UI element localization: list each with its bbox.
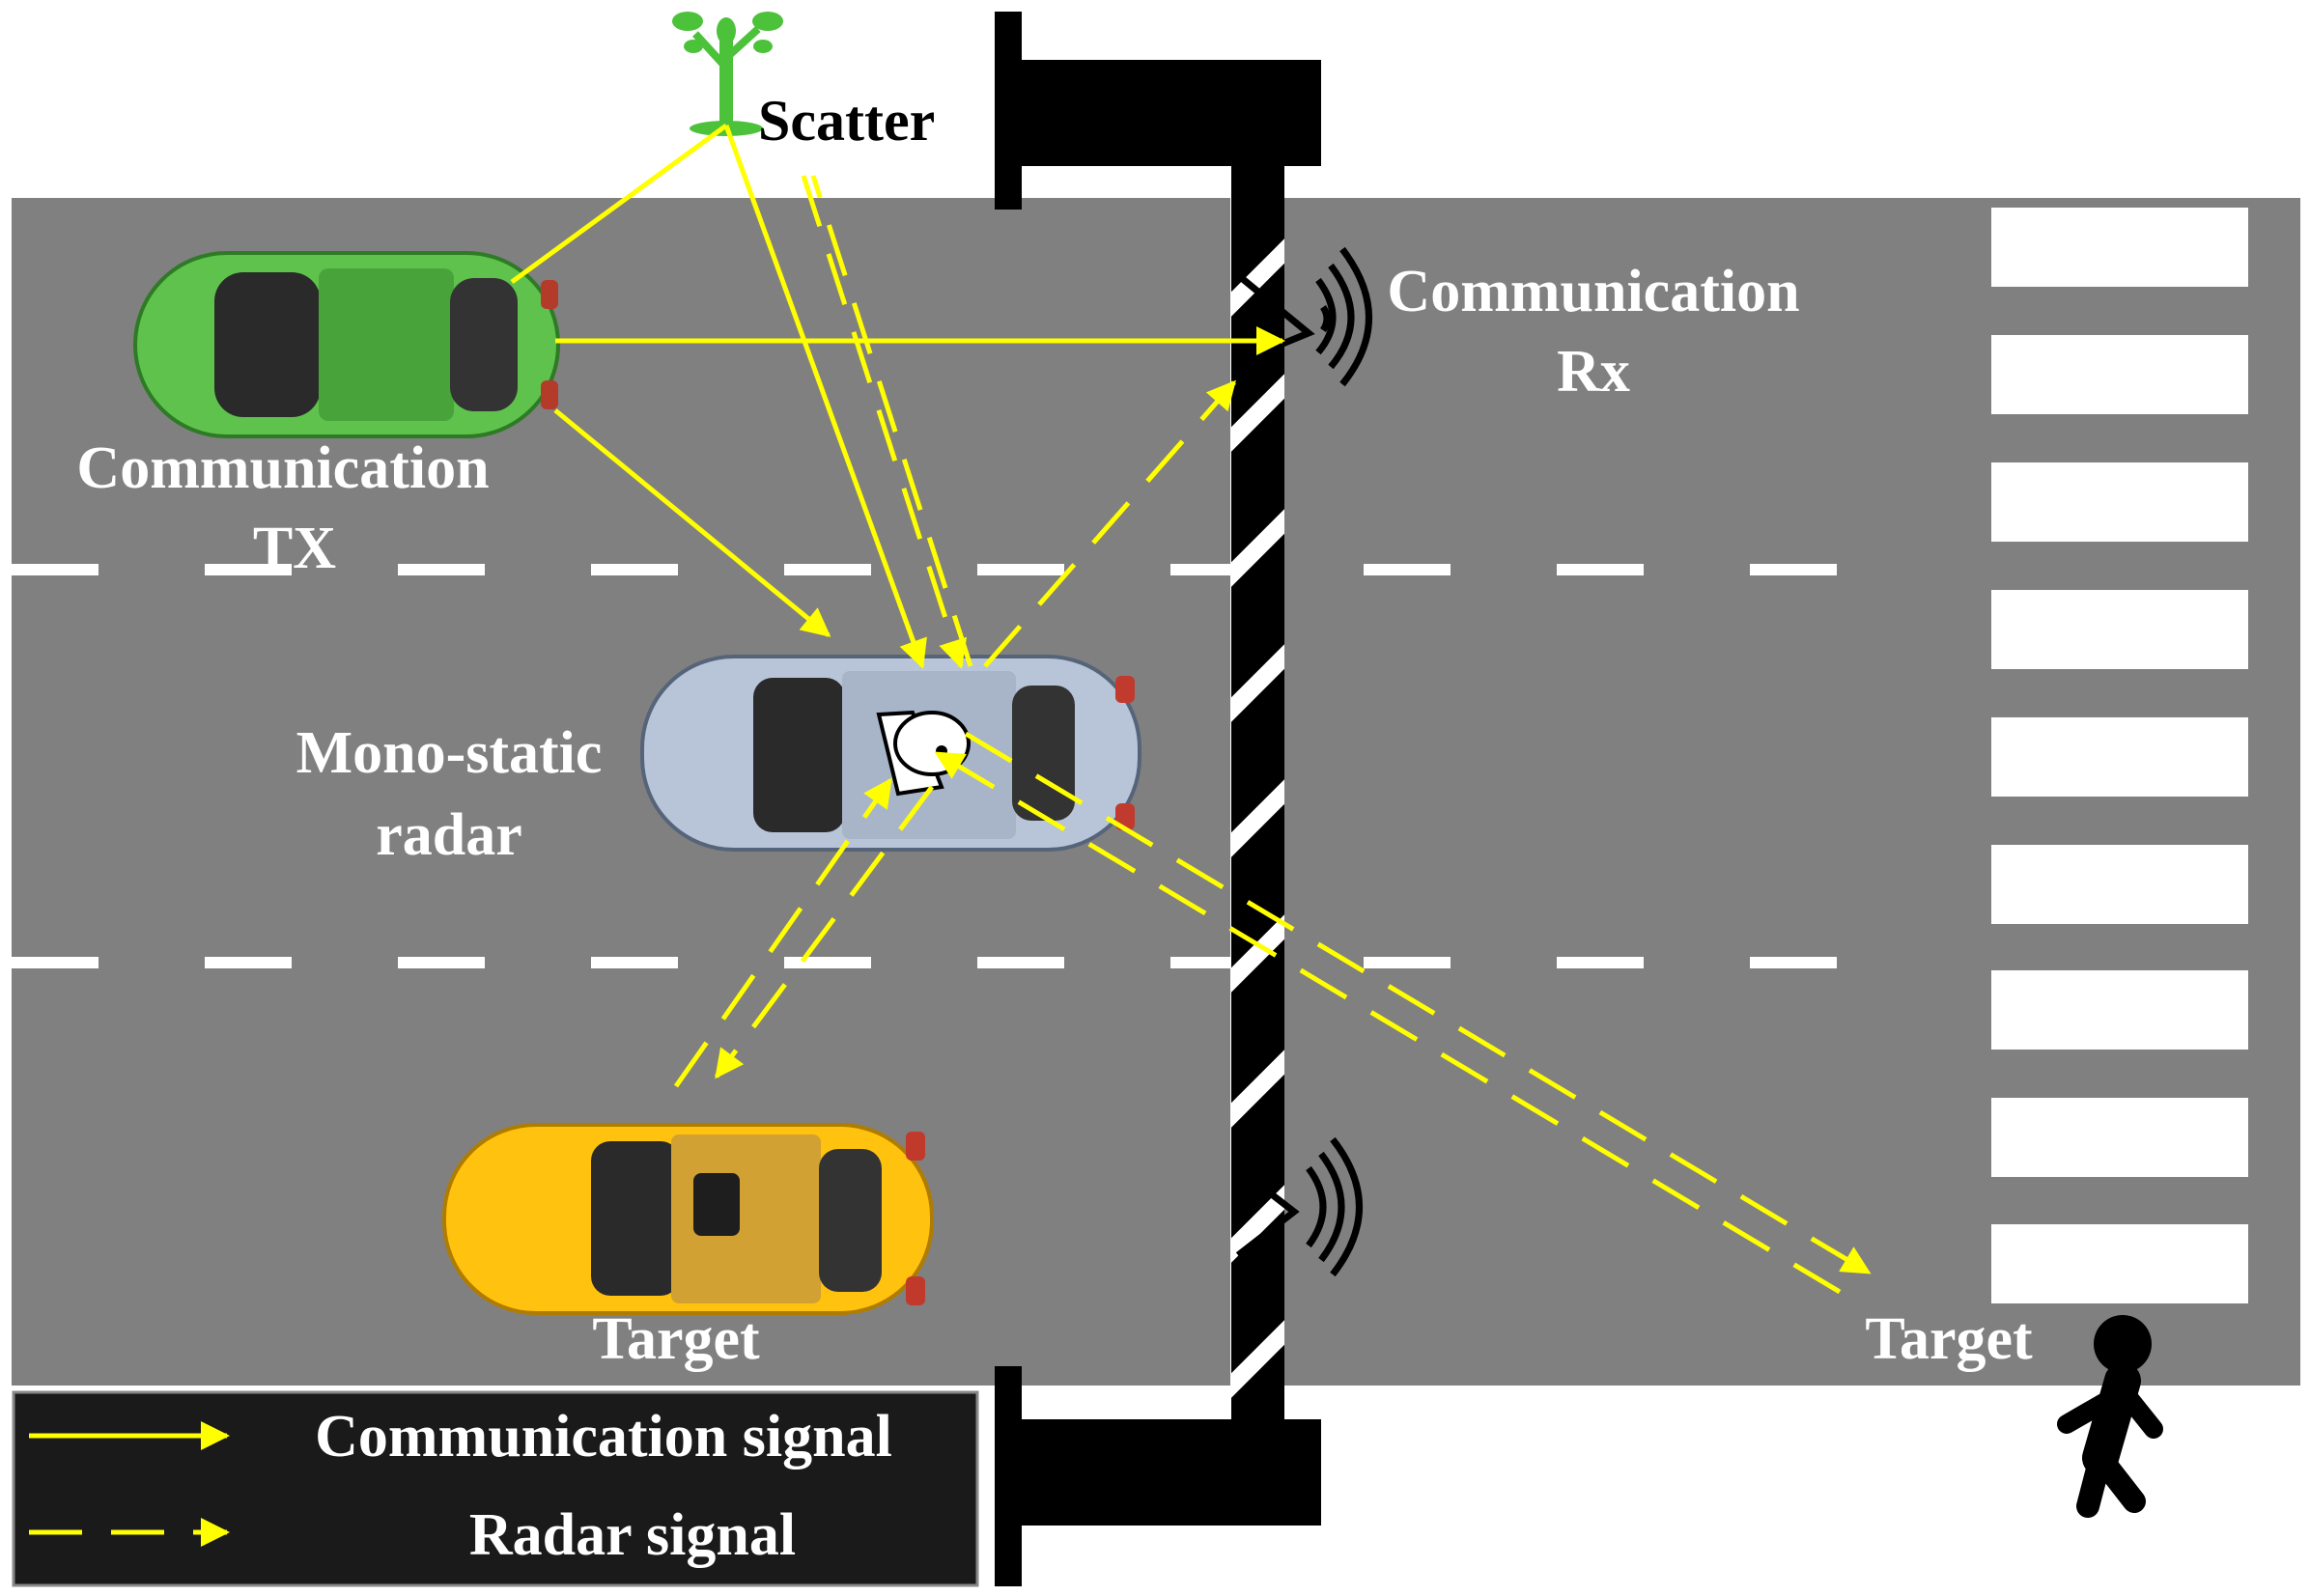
- comm-tx-to-scatter: [510, 123, 728, 285]
- antenna-icon-lower: [1235, 1136, 1363, 1277]
- radar-to-rx-dashed: [983, 379, 1236, 668]
- pedestrian-icon: [2057, 1315, 2163, 1518]
- radar-signals: [673, 175, 1872, 1295]
- scatter-label: Scatter: [758, 89, 935, 153]
- crosswalk: [1991, 208, 2248, 1303]
- scatter-to-radar-car: [723, 125, 927, 669]
- radar-to-scatter-dashed: [810, 175, 973, 667]
- comm-tx-to-radar-car: [553, 408, 831, 637]
- communication-signals: [510, 123, 1285, 669]
- green-car-icon: [133, 251, 560, 438]
- radar-label-line2: radar: [376, 802, 522, 868]
- tree-icon: [672, 12, 783, 136]
- legend-radar-label: Radar signal: [469, 1502, 796, 1568]
- yellow-car-icon: [442, 1123, 934, 1315]
- car-target-label: Target: [592, 1306, 760, 1372]
- car-target-return-dashed: [673, 777, 893, 1088]
- legend-communication-label: Communication signal: [315, 1404, 892, 1470]
- radar-label-line1: Mono-static: [296, 720, 603, 786]
- legend: Communication signal Radar signal: [12, 1390, 979, 1587]
- scatter-return-dashed: [801, 175, 968, 669]
- barrier-hatching: [1231, 238, 1284, 1398]
- radar-to-car-target-dashed: [714, 785, 935, 1079]
- pedestrian-return-dashed: [934, 750, 1842, 1295]
- radar-to-pedestrian-dashed: [964, 731, 1872, 1275]
- pedestrian-target-label: Target: [1865, 1306, 2033, 1372]
- comm-rx-label-line2: Rx: [1557, 339, 1630, 405]
- comm-tx-label-line1: Communication: [76, 435, 489, 501]
- comm-tx-label-line2: TX: [253, 516, 336, 581]
- comm-rx-label-line1: Communication: [1387, 259, 1799, 324]
